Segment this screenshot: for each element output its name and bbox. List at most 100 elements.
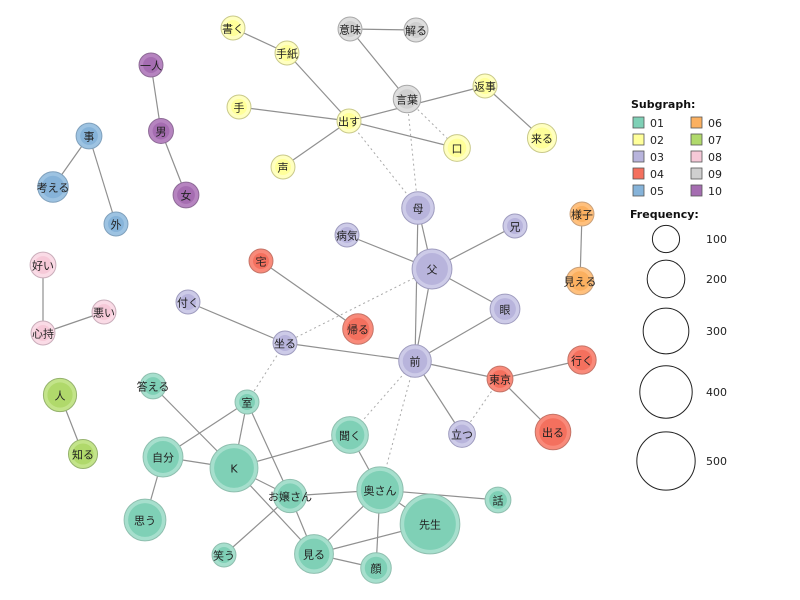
node-core-circle [231, 99, 247, 115]
frequency-legend-circle-100 [651, 224, 681, 254]
node-core-circle [574, 206, 590, 222]
node-shitsu: 室 [234, 389, 260, 415]
node-core-circle [277, 483, 303, 509]
legend-swatch-label: 03 [650, 151, 664, 164]
node-core-circle [239, 394, 255, 410]
frequency-legend-label: 300 [706, 325, 727, 338]
node-label: 兄 [510, 221, 521, 234]
edge-tegami-dasu [286, 52, 350, 122]
node-te: 手 [226, 94, 252, 120]
node-label: 手 [234, 101, 245, 115]
node-label: 東京 [489, 373, 511, 387]
node-core-circle [405, 195, 431, 221]
subgraph-legend-title: Subgraph: [631, 98, 695, 111]
node-warau: 笑う [211, 542, 237, 568]
node-imi: 意味 [337, 16, 363, 42]
node-core-circle [404, 498, 456, 550]
node-taku: 宅 [248, 248, 274, 274]
frequency-legend-circle-300 [642, 307, 690, 355]
edge-koto-soto [88, 135, 117, 225]
node-core-circle [570, 271, 590, 291]
node-mieru: 見える [564, 266, 596, 296]
node-label: 返事 [474, 81, 496, 94]
node-label: 心持 [32, 327, 54, 341]
node-core-circle [108, 216, 124, 232]
node-label: 悪い [93, 307, 115, 320]
node-label: 解る [405, 24, 427, 38]
node-label: 話 [493, 494, 504, 508]
node-core-circle [489, 491, 507, 509]
edge-imi-kotoba [349, 28, 408, 100]
node-kiku: 聞く [331, 416, 369, 454]
node-core-circle [180, 294, 196, 310]
edge-mae-me [414, 308, 506, 362]
edge-shitsu-ojousan [246, 401, 291, 497]
node-core-circle [147, 441, 179, 473]
node-core-circle [253, 253, 269, 269]
node-label: 母 [413, 203, 424, 216]
legend-swatch-09 [690, 167, 703, 180]
node-label: 宅 [256, 255, 267, 269]
node-label: 言葉 [396, 93, 418, 107]
legend-swatch-label: 10 [708, 185, 722, 198]
frequency-legend-circle-400 [639, 365, 693, 419]
node-label: 意味 [339, 23, 361, 37]
node-label: 奥さん [364, 484, 397, 498]
legend-swatch-05 [632, 184, 645, 197]
frequency-legend-circle-500 [636, 431, 696, 491]
node-sensei: 先生 [399, 493, 461, 555]
nodes-layer: 書く手紙意味解る一人男女手出す言葉返事来る口声事考える外母病気兄様子宅父好い見え… [29, 15, 597, 584]
node-dasu: 出す [336, 108, 362, 134]
edge-haha-mae [414, 207, 419, 362]
node-kuchi: 口 [443, 134, 471, 162]
node-core-circle [34, 256, 52, 274]
edge-tsuku-suwaru [187, 301, 286, 344]
node-core-circle [416, 253, 448, 285]
node-label: 付く [177, 297, 199, 310]
frequency-legend-title: Frequency: [630, 208, 699, 221]
node-core-circle [80, 127, 98, 145]
node-kotoba: 言葉 [392, 84, 422, 114]
node-core-circle [341, 113, 357, 129]
frequency-legend-label: 200 [706, 273, 727, 286]
node-kangaeru: 考える [37, 171, 69, 203]
legend-swatch-07 [690, 133, 703, 146]
node-yoi: 好い [29, 251, 57, 279]
node-wakaru: 解る [403, 17, 429, 43]
node-deru: 出る [534, 413, 572, 451]
legend-swatch-label: 06 [708, 117, 722, 130]
node-shiru: 知る [67, 438, 99, 470]
node-core-circle [143, 57, 159, 73]
node-core-circle [277, 335, 293, 351]
frequency-legend-label: 100 [706, 233, 727, 246]
legend-swatch-label: 09 [708, 168, 722, 181]
node-core-circle [35, 325, 51, 341]
legend-swatch-10 [690, 184, 703, 197]
node-core-circle [447, 138, 467, 158]
node-label: 出る [542, 426, 564, 440]
node-core-circle [364, 556, 388, 580]
node-core-circle [128, 503, 162, 537]
node-core-circle [72, 443, 94, 465]
node-label: 出す [338, 115, 360, 129]
node-soto: 外 [103, 211, 129, 237]
node-core-circle [360, 470, 400, 510]
node-hanashi: 話 [484, 486, 512, 514]
node-label: 人 [55, 390, 66, 403]
node-core-circle [452, 424, 472, 444]
legend-swatch-01 [632, 116, 645, 129]
frequency-legend-label: 400 [706, 386, 727, 399]
legend-swatch-03 [632, 150, 645, 163]
node-label: 自分 [152, 452, 174, 465]
node-mae: 前 [398, 344, 432, 378]
node-henji: 返事 [472, 73, 498, 99]
node-core-circle [491, 370, 509, 388]
node-label: 口 [452, 143, 463, 156]
node-label: 顔 [371, 562, 382, 576]
node-core-circle [152, 122, 170, 140]
node-label: 先生 [419, 518, 441, 532]
node-yousu: 様子 [569, 201, 595, 227]
node-core-circle [408, 22, 424, 38]
node-ojousan: お嬢さん [268, 478, 312, 514]
node-haha: 母 [401, 191, 435, 225]
